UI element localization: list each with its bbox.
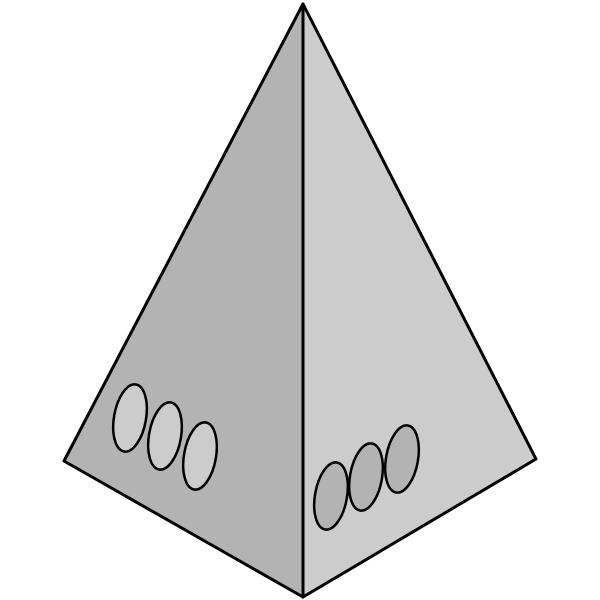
oval-mark	[181, 421, 219, 491]
pyramid-left-face	[62, 2, 305, 599]
oval-mark	[111, 383, 149, 453]
right-face-marks	[312, 424, 421, 531]
left-face-marks	[111, 383, 219, 491]
oval-mark	[347, 442, 385, 512]
oval-mark	[383, 424, 421, 494]
oval-mark	[146, 401, 184, 471]
oval-mark	[312, 461, 350, 531]
